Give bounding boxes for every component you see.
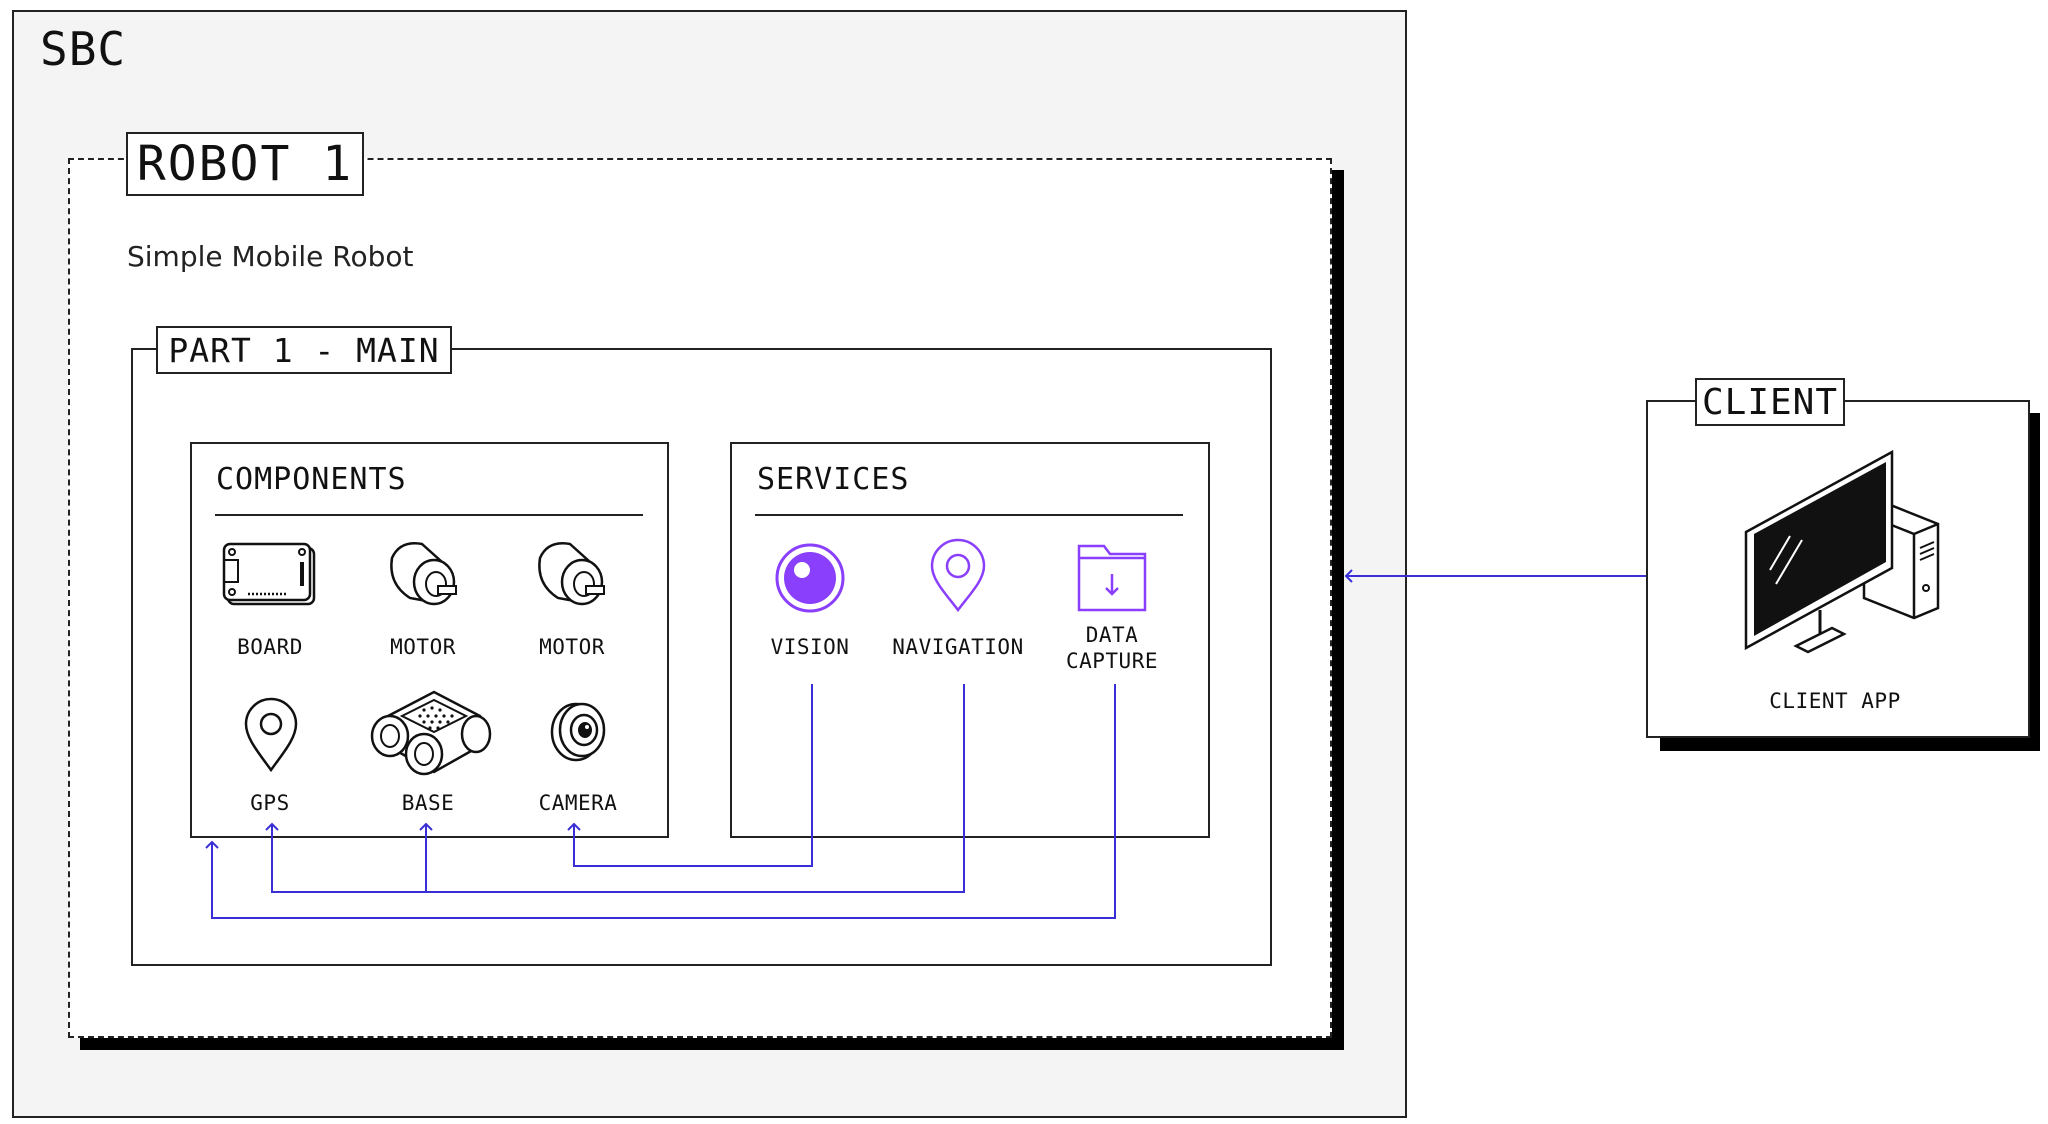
vision-icon [774,542,846,614]
motor-icon [528,536,618,616]
component-label-motor-1: MOTOR [390,635,456,659]
components-title: COMPONENTS [216,462,407,497]
gps-icon [238,694,304,774]
component-label-camera: CAMERA [538,791,618,815]
base-icon [368,686,494,778]
client-app-label: CLIENT APP [1769,689,1901,713]
service-label-navigation: NAVIGATION [892,635,1024,659]
component-label-base: BASE [401,791,455,815]
robot-subtitle: Simple Mobile Robot [127,240,414,273]
data-capture-icon [1076,542,1148,614]
component-label-motor-2: MOTOR [539,635,605,659]
component-label-board: BOARD [237,635,303,659]
services-title: SERVICES [757,462,910,497]
services-divider [755,514,1183,516]
computer-icon [1740,450,1940,656]
camera-icon [544,696,614,766]
component-label-gps: GPS [250,791,290,815]
navigation-icon [928,538,988,614]
sbc-title: SBC [40,22,127,76]
service-label-vision: VISION [770,635,850,659]
service-label-data-capture: DATA CAPTURE [1065,623,1158,673]
robot-label: ROBOT 1 [126,132,364,196]
motor-icon [380,536,470,616]
part-label: PART 1 - MAIN [156,326,452,374]
components-divider [215,514,643,516]
board-icon [220,540,320,612]
client-label: CLIENT [1695,378,1845,426]
